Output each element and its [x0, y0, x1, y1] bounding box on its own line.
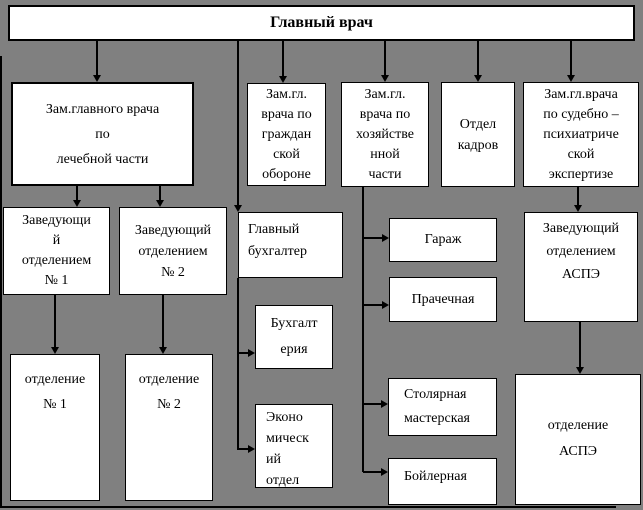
node-economic-department: Эконо мическ ий отдел: [255, 404, 333, 488]
node-deputy-forensic-label: Зам.гл.врача по судебно – психиатриче ск…: [543, 86, 619, 182]
arrowhead-head-department-2: [156, 200, 164, 207]
node-deputy-civil-defense-label: Зам.гл. врача по граждан ской обороне: [261, 86, 312, 182]
node-garage: Гараж: [389, 218, 497, 262]
connector-trunk-to-garage: [363, 237, 382, 239]
arrowhead-deputy-economic: [381, 75, 389, 82]
node-department-aspe-label: отделение АСПЭ: [547, 418, 609, 459]
node-deputy-medical: Зам.главного врача по лечебной части: [11, 82, 194, 186]
connector-chief-to-hr: [477, 41, 479, 75]
node-head-department-2-label: Заведующий отделением № 2: [134, 222, 212, 280]
arrowhead-chief-accountant: [234, 205, 242, 212]
node-deputy-civil-defense: Зам.гл. врача по граждан ской обороне: [247, 83, 326, 186]
node-head-department-2: Заведующий отделением № 2: [119, 207, 227, 295]
canvas-left-border: [0, 56, 2, 508]
node-head-department-1: Заведующи й отделением № 1: [3, 207, 110, 295]
node-chief-accountant-label: Главный бухгалтер: [248, 222, 307, 259]
arrowhead-department-2: [159, 347, 167, 354]
node-department-2-label: отделение № 2: [138, 372, 200, 412]
arrowhead-department-1: [51, 347, 59, 354]
node-department-1: отделение № 1: [10, 354, 100, 501]
arrowhead-deputy-forensic: [567, 75, 575, 82]
connector-chief-to-deputy-medical: [96, 41, 98, 75]
node-accounting: Бухгалт ерия: [255, 305, 333, 369]
arrowhead-head-department-1: [73, 200, 81, 207]
node-garage-label: Гараж: [424, 232, 462, 247]
node-boiler-room: Бойлерная: [388, 458, 497, 505]
node-head-aspe: Заведующий отделением АСПЭ: [524, 212, 638, 322]
node-economic-department-label: Эконо мическ ий отдел: [266, 410, 309, 488]
arrowhead-deputy-civil-defense: [279, 76, 287, 83]
connector-trunk-to-carpentry: [363, 403, 381, 405]
node-deputy-economic: Зам.гл. врача по хозяйстве нной части: [341, 82, 429, 187]
connector-chief-to-deputy-economic: [384, 41, 386, 75]
node-accounting-label: Бухгалт ерия: [270, 316, 318, 357]
connector-chief-to-deputy-forensic: [570, 41, 572, 75]
connector-trunk-to-laundry: [363, 304, 382, 306]
arrowhead-carpentry: [381, 400, 388, 408]
arrowhead-deputy-medical: [93, 75, 101, 82]
trunk-economic-deputy: [362, 187, 364, 472]
arrowhead-accounting: [248, 349, 255, 357]
node-laundry: Прачечная: [389, 277, 497, 322]
connector-head-1-to-department-1: [54, 295, 56, 347]
connector-head-aspe-to-department-aspe: [579, 322, 581, 367]
node-chief-accountant: Главный бухгалтер: [238, 212, 343, 278]
connector-deputy-forensic-to-head-aspe: [577, 187, 579, 205]
node-deputy-forensic: Зам.гл.врача по судебно – психиатриче ск…: [523, 82, 639, 187]
node-laundry-label: Прачечная: [411, 291, 475, 307]
trunk-accountant-branch: [237, 278, 239, 450]
arrowhead-boiler: [381, 468, 388, 476]
arrowhead-hr: [474, 75, 482, 82]
connector-deputy-medical-to-head-1: [76, 186, 78, 200]
canvas-bottom-border: [0, 506, 616, 508]
node-department-1-label: отделение № 1: [24, 372, 86, 412]
node-head-department-1-label: Заведующи й отделением № 1: [21, 213, 92, 288]
node-hr-department-label: Отдел кадров: [457, 116, 499, 153]
connector-trunk-to-economic-department: [238, 448, 248, 450]
arrowhead-department-aspe: [576, 367, 584, 374]
node-hr-department: Отдел кадров: [441, 82, 515, 187]
node-head-aspe-label: Заведующий отделением АСПЭ: [542, 221, 620, 282]
connector-trunk-to-accounting: [238, 352, 248, 354]
node-deputy-economic-label: Зам.гл. врача по хозяйстве нной части: [355, 86, 414, 182]
node-chief-physician: Главный врач: [8, 5, 635, 41]
connector-trunk-to-boiler: [363, 471, 381, 473]
connector-head-2-to-department-2: [162, 295, 164, 347]
arrowhead-laundry: [382, 301, 389, 309]
arrowhead-garage: [382, 234, 389, 242]
node-department-aspe: отделение АСПЭ: [515, 374, 641, 505]
node-department-2: отделение № 2: [125, 354, 213, 501]
node-boiler-room-label: Бойлерная: [404, 469, 467, 484]
connector-chief-to-chief-accountant: [237, 41, 239, 205]
node-carpentry-workshop-label: Столярная мастерская: [404, 387, 470, 426]
connector-deputy-medical-to-head-2: [159, 186, 161, 200]
node-carpentry-workshop: Столярная мастерская: [388, 378, 497, 436]
arrowhead-head-aspe: [574, 205, 582, 212]
node-chief-physician-label: Главный врач: [270, 14, 373, 31]
arrowhead-economic-department: [248, 445, 255, 453]
node-deputy-medical-label: Зам.главного врача по лечебной части: [45, 101, 160, 167]
connector-chief-to-deputy-civil-defense: [282, 41, 284, 76]
